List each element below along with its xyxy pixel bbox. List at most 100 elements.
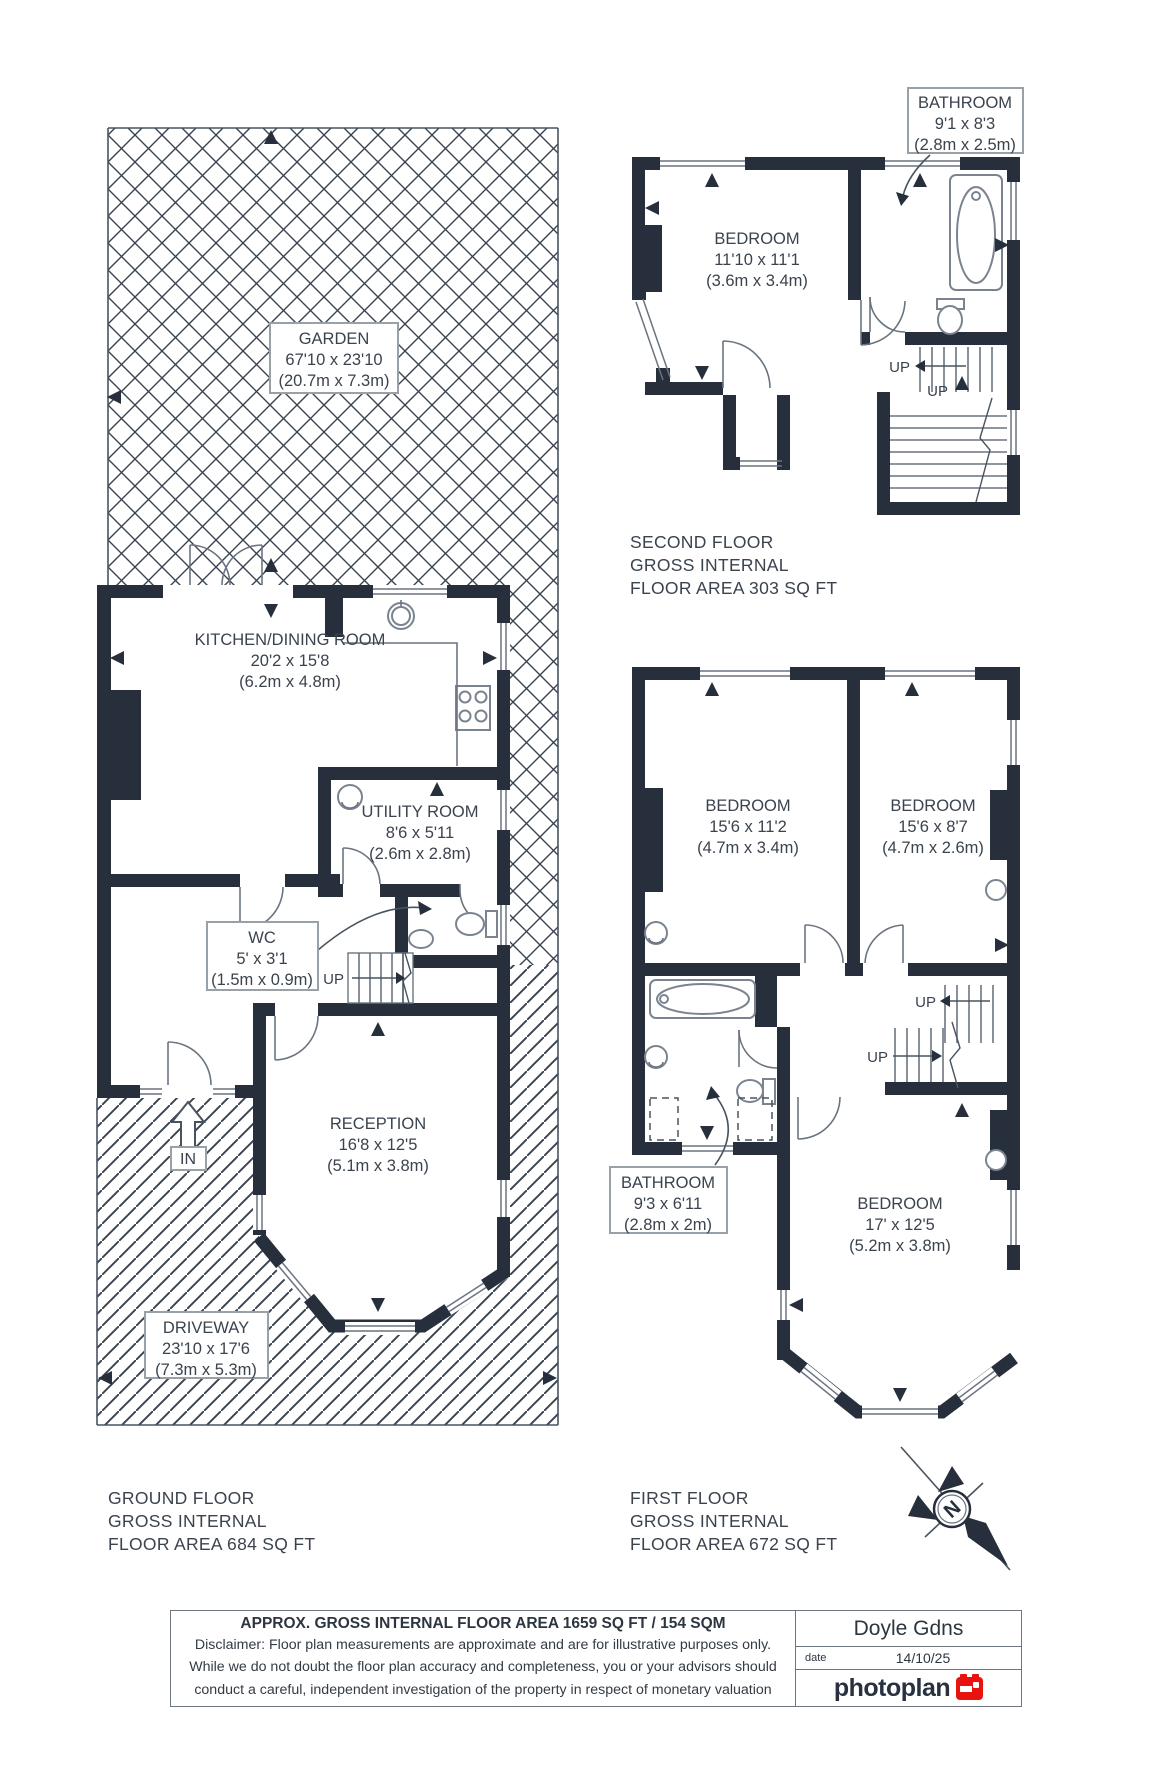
first-caption: FIRST FLOOR GROSS INTERNAL FLOOR AREA 67…	[630, 1488, 837, 1554]
bedroom1fB-name: BEDROOM	[890, 797, 975, 815]
ground-caption-3: FLOOR AREA 684 SQ FT	[108, 1534, 315, 1554]
first-caption-2: GROSS INTERNAL	[630, 1511, 789, 1531]
bedroom-2f-label: BEDROOM 11'10 x 11'1 (3.6m x 3.4m)	[706, 230, 808, 290]
bedroom1fC-metric: (5.2m x 3.8m)	[849, 1237, 951, 1255]
bathroom1f-name: BATHROOM	[621, 1174, 715, 1192]
utility-label: UTILITY ROOM 8'6 x 5'11 (2.6m x 2.8m)	[361, 803, 478, 863]
second-caption-3: FLOOR AREA 303 SQ FT	[630, 578, 837, 598]
reception-name: RECEPTION	[330, 1115, 426, 1133]
footer-disclaimer-cell: APPROX. GROSS INTERNAL FLOOR AREA 1659 S…	[171, 1611, 796, 1706]
bathroom1f-leader-arrow	[706, 1086, 720, 1100]
date-row: date 14/10/25	[796, 1647, 1021, 1670]
wc-imperial: 5' x 3'1	[236, 950, 287, 968]
basin-bath1f-icon	[644, 1045, 668, 1069]
disclaimer-line-2: While we do not doubt the floor plan acc…	[189, 1659, 777, 1676]
first-measure-arrows	[700, 682, 1009, 1402]
kitchen-metric: (6.2m x 4.8m)	[239, 673, 341, 691]
date-value: 14/10/25	[895, 1650, 951, 1666]
hob-icon	[455, 685, 491, 731]
driveway-imperial: 23'10 x 17'6	[162, 1340, 250, 1358]
utility-imperial: 8'6 x 5'11	[386, 824, 454, 842]
driveway-metric: (7.3m x 5.3m)	[155, 1361, 257, 1379]
footer-info-cell: Doyle Gdns date 14/10/25 photoplan	[796, 1611, 1021, 1706]
bathroom1f-leader	[713, 1093, 730, 1166]
basin-bed3-icon	[985, 1149, 1007, 1171]
bathroom-1f-label: BATHROOM 9'3 x 6'11 (2.8m x 2m)	[609, 1166, 728, 1234]
garden-imperial: 67'10 x 23'10	[285, 351, 382, 369]
property-name: Doyle Gdns	[796, 1611, 1021, 1647]
reception-label: RECEPTION 16'8 x 12'5 (5.1m x 3.8m)	[327, 1115, 429, 1175]
utility-basin-icon	[337, 784, 363, 810]
bedroom-1fC-label: BEDROOM 17' x 12'5 (5.2m x 3.8m)	[849, 1195, 951, 1255]
utility-metric: (2.6m x 2.8m)	[369, 845, 471, 863]
bathtub-2f-icon	[949, 174, 1003, 291]
first-floor-plan: UP UP BEDROOM 15'6 x 11'2 (4.7m x 3.4m) …	[609, 667, 1020, 1419]
second-measure-arrows	[645, 173, 1009, 380]
bedroom1fB-metric: (4.7m x 2.6m)	[882, 839, 984, 857]
kitchen-sink-icon	[387, 600, 415, 630]
wc-basin-icon	[408, 929, 434, 949]
wc-leader-arrow	[418, 901, 432, 915]
kitchen-name: KITCHEN/DINING ROOM	[195, 631, 386, 649]
footer-area-title: APPROX. GROSS INTERNAL FLOOR AREA 1659 S…	[240, 1615, 726, 1632]
bathroom1f-metric: (2.8m x 2m)	[624, 1216, 712, 1234]
brand-row: photoplan	[796, 1670, 1021, 1706]
wc-label: WC 5' x 3'1 (1.5m x 0.9m)	[206, 921, 319, 991]
kitchen-label: KITCHEN/DINING ROOM 20'2 x 15'8 (6.2m x …	[195, 631, 386, 691]
date-label: date	[805, 1652, 827, 1664]
utility-name: UTILITY ROOM	[361, 803, 478, 821]
kitchen-imperial: 20'2 x 15'8	[251, 652, 330, 670]
bathroom2f-leader	[902, 154, 931, 197]
ground-caption-1: GROUND FLOOR	[108, 1488, 255, 1508]
wc-toilet-icon	[455, 910, 498, 938]
bedroom2f-metric: (3.6m x 3.4m)	[706, 272, 808, 290]
driveway-label: DRIVEWAY 23'10 x 17'6 (7.3m x 5.3m)	[144, 1311, 269, 1379]
first-stairs-lower	[893, 1021, 961, 1089]
second-doors	[722, 296, 906, 389]
ground-stairs	[347, 952, 414, 1004]
ground-caption: GROUND FLOOR GROSS INTERNAL FLOOR AREA 6…	[108, 1488, 315, 1554]
second-windows	[635, 160, 1017, 467]
bedroom-1fA-label: BEDROOM 15'6 x 11'2 (4.7m x 3.4m)	[697, 797, 799, 857]
second-stairs-upper	[915, 347, 993, 392]
bathtub-1f-icon	[649, 979, 756, 1019]
bathroom2f-imperial: 9'1 x 8'3	[935, 115, 995, 133]
reception-imperial: 16'8 x 12'5	[339, 1136, 418, 1154]
ground-doors	[167, 544, 498, 1086]
first-walls	[632, 667, 1020, 1419]
second-walls	[632, 157, 1020, 515]
footer-table: APPROX. GROSS INTERNAL FLOOR AREA 1659 S…	[170, 1610, 1022, 1707]
ground-floor-plan: UP IN GARDEN 67'10 x 23'10	[96, 127, 559, 1426]
first-stairs-upper	[940, 985, 994, 1043]
bedroom1fA-imperial: 15'6 x 11'2	[709, 818, 787, 836]
first-caption-1: FIRST FLOOR	[630, 1488, 749, 1508]
shower-dashed-1f	[649, 1097, 773, 1141]
bedroom2f-name: BEDROOM	[714, 230, 799, 248]
second-floor-plan: UP UP BATHROOM 9'1 x 8'3 (2.8m x 2.5m) B…	[632, 87, 1024, 515]
disclaimer-line-1: Disclaimer: Floor plan measurements are …	[194, 1636, 772, 1653]
entrance-in-arrow	[169, 1100, 207, 1171]
ground-windows	[140, 585, 510, 1335]
up-label-first-a: UP	[915, 994, 936, 1011]
first-windows	[682, 670, 1020, 1419]
second-caption-1: SECOND FLOOR	[630, 532, 774, 552]
bathroom-2f-label: BATHROOM 9'1 x 8'3 (2.8m x 2.5m)	[907, 87, 1024, 154]
disclaimer-line-3: conduct a careful, independent investiga…	[194, 1681, 772, 1698]
bathroom2f-leader-arrow	[896, 192, 909, 206]
reception-metric: (5.1m x 3.8m)	[327, 1157, 429, 1175]
up-label-second-a: UP	[889, 359, 910, 376]
up-label-first-b: UP	[867, 1049, 888, 1066]
bedroom1fC-imperial: 17' x 12'5	[865, 1216, 935, 1234]
ground-caption-2: GROSS INTERNAL	[108, 1511, 267, 1531]
in-label: IN	[180, 1151, 196, 1168]
garden-label: GARDEN 67'10 x 23'10 (20.7m x 7.3m)	[269, 322, 399, 394]
basin-bed2-icon	[985, 879, 1007, 901]
garden-name: GARDEN	[299, 330, 370, 348]
basin-bed1-icon	[644, 921, 668, 945]
bedroom1fB-imperial: 15'6 x 8'7	[898, 818, 968, 836]
bedroom-1fB-label: BEDROOM 15'6 x 8'7 (4.7m x 2.6m)	[882, 797, 984, 857]
second-stairs-lower	[890, 376, 1007, 503]
ground-measure-arrows	[98, 130, 557, 1385]
